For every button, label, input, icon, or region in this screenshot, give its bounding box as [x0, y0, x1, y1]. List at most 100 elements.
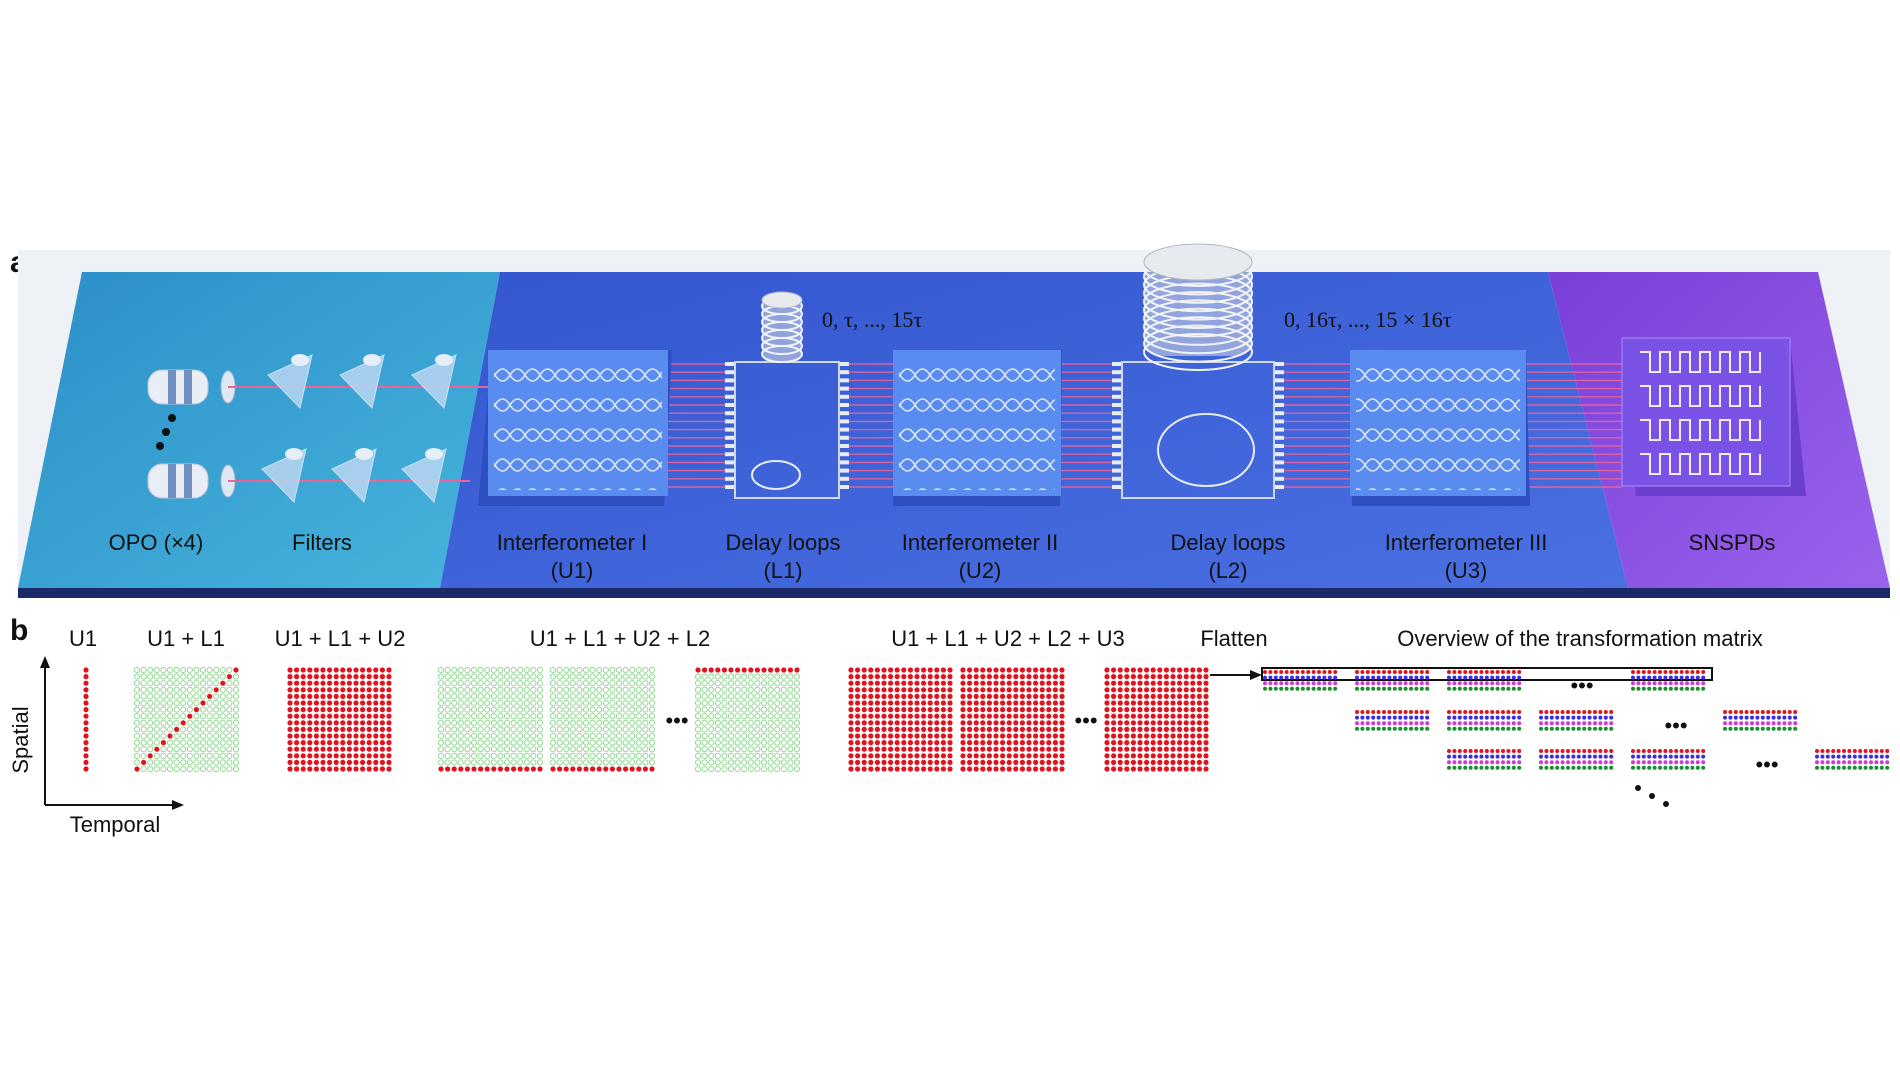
matrix-dot	[914, 753, 920, 759]
matrix-dot	[741, 732, 748, 740]
matrix-dot	[1117, 733, 1123, 739]
matrix-dot	[1013, 680, 1019, 686]
flattened-dot	[1279, 686, 1284, 691]
matrix-dot	[300, 687, 306, 693]
matrix-dot	[510, 673, 517, 680]
matrix-dot	[602, 693, 609, 700]
matrix-dot	[366, 746, 372, 752]
matrix-dot	[497, 726, 504, 733]
matrix-dot	[219, 699, 226, 707]
matrix-dot	[133, 713, 141, 720]
flattened-dot	[1382, 675, 1386, 680]
matrix-dot	[180, 732, 187, 740]
matrix-dot	[1104, 674, 1110, 680]
matrix-dot	[894, 713, 900, 719]
matrix-dot	[457, 752, 464, 759]
matrix-dot	[1000, 720, 1006, 726]
flattened-dot	[1658, 754, 1662, 759]
fiber-connector	[839, 362, 849, 366]
flattened-dot	[1511, 670, 1516, 674]
matrix-dot	[173, 752, 180, 759]
matrix-dot	[147, 713, 154, 720]
matrix-dot	[327, 707, 333, 713]
matrix-dot	[708, 699, 715, 707]
matrix-dot	[1111, 713, 1117, 719]
matrix-dot	[615, 719, 623, 726]
flattened-dot	[1549, 726, 1554, 731]
matrix-dot	[1203, 680, 1209, 686]
matrix-dot	[993, 680, 999, 686]
matrix-dot	[140, 713, 147, 720]
matrix-dot	[940, 759, 947, 766]
flattened-dot	[1609, 754, 1614, 759]
matrix-dot	[894, 733, 900, 739]
matrix-dot	[901, 680, 907, 686]
matrix-dot	[153, 693, 160, 700]
matrix-dot	[582, 673, 590, 680]
matrix-dot	[980, 759, 986, 766]
flattened-dot	[1593, 710, 1597, 714]
matrix-dot	[582, 746, 590, 753]
flattened-dot	[1750, 726, 1754, 731]
matrix-dot	[760, 746, 768, 753]
fiber-connector	[839, 485, 849, 489]
matrix-dot	[1137, 759, 1143, 766]
flattened-dot	[1392, 721, 1397, 726]
flattened-dot	[1852, 754, 1857, 759]
matrix-dot	[1124, 674, 1130, 680]
grid-u1	[83, 667, 89, 772]
matrix-dot	[855, 707, 861, 713]
flattened-dot	[1836, 754, 1841, 759]
matrix-dot	[464, 732, 471, 740]
flattened-dot	[1279, 675, 1284, 680]
matrix-dot	[503, 752, 511, 759]
flattened-dot	[1506, 675, 1511, 680]
matrix-dot	[701, 699, 708, 707]
matrix-dot	[379, 740, 385, 746]
matrix-dot	[133, 732, 141, 740]
grid-u3-last	[1104, 667, 1209, 772]
matrix-dot	[83, 726, 89, 733]
matrix-dot	[563, 680, 570, 687]
flattened-dot	[1690, 765, 1695, 770]
matrix-dot	[497, 706, 504, 713]
matrix-dot	[914, 759, 920, 766]
matrix-dot	[153, 719, 160, 726]
matrix-dot	[340, 766, 346, 772]
flattened-dot	[1560, 715, 1565, 720]
matrix-dot	[353, 726, 359, 733]
matrix-dot	[373, 680, 379, 686]
matrix-dot	[734, 680, 741, 687]
matrix-dot	[721, 673, 728, 680]
matrix-dot	[609, 680, 616, 687]
fiber-spool-small-icon	[761, 291, 803, 363]
matrix-dot	[464, 746, 471, 753]
flattened-dot	[1701, 675, 1706, 680]
flattened-dot	[1674, 765, 1679, 770]
matrix-dot	[947, 746, 953, 752]
matrix-dot	[888, 674, 894, 680]
matrix-dot	[914, 720, 920, 726]
flattened-dot	[1501, 710, 1505, 714]
matrix-dot	[1190, 753, 1196, 759]
flattened-dot	[1425, 721, 1430, 726]
matrix-dot	[206, 765, 213, 773]
matrix-dot	[701, 765, 708, 773]
matrix-dot	[1026, 674, 1032, 680]
matrix-dot	[147, 719, 154, 726]
matrix-dot	[478, 766, 484, 772]
matrix-dot	[563, 686, 570, 693]
flattened-dot	[1495, 754, 1500, 759]
matrix-dot	[1183, 667, 1189, 673]
matrix-dot	[1137, 746, 1143, 752]
matrix-dot	[1019, 680, 1025, 686]
matrix-dot	[1046, 766, 1052, 772]
flattened-dot	[1414, 710, 1419, 714]
matrix-dot	[549, 686, 557, 693]
matrix-dot	[213, 713, 220, 720]
matrix-dot	[1006, 680, 1012, 686]
matrix-dot	[1046, 740, 1052, 746]
matrix-dot	[186, 673, 193, 680]
matrix-dot	[596, 666, 603, 674]
matrix-dot	[470, 666, 478, 674]
